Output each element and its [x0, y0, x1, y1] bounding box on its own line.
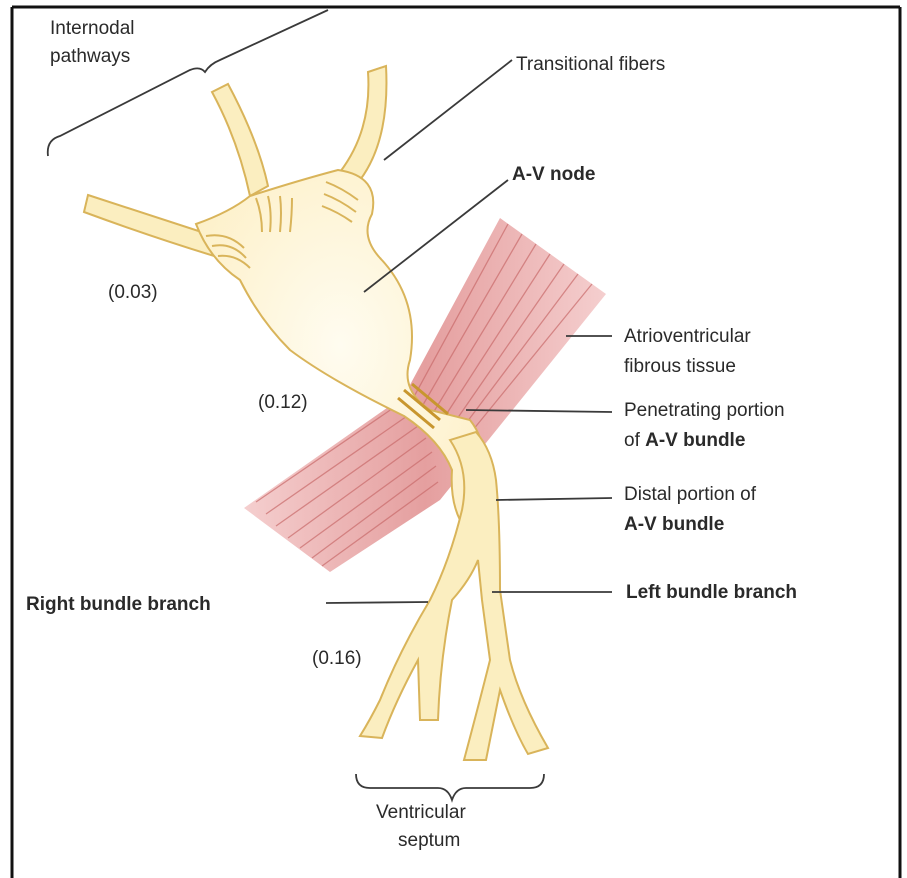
av-fibrous-label-line1: Atrioventricular [624, 326, 751, 347]
transitional-fibers-label: Transitional fibers [516, 54, 665, 75]
leader-lines [48, 10, 612, 800]
internodal-label-line1: Internodal [50, 18, 135, 39]
time-label-003: (0.03) [108, 282, 158, 303]
transitional-fibers-leader [384, 60, 512, 160]
ventricular-label-line2: septum [398, 830, 460, 851]
internodal-arm-middle [212, 84, 268, 196]
ventricular-brace [356, 774, 544, 800]
left-bundle-branch-label: Left bundle branch [626, 582, 797, 603]
right-bundle-leader [326, 602, 428, 603]
distal-label-line1: Distal portion of [624, 484, 757, 505]
penetrating-label-line2: of A-V bundle [624, 430, 745, 451]
right-bundle-branch-label: Right bundle branch [26, 594, 211, 615]
ventricular-label-line1: Ventricular [376, 802, 466, 823]
av-node-label: A-V node [512, 164, 595, 185]
time-label-012: (0.12) [258, 392, 308, 413]
internodal-label-line2: pathways [50, 46, 130, 67]
time-label-016: (0.16) [312, 648, 362, 669]
penetrating-label-line1: Penetrating portion [624, 400, 785, 421]
penetrating-label-prefix: of [624, 430, 645, 451]
distal-label-line2: A-V bundle [624, 514, 724, 535]
distal-leader [496, 498, 612, 500]
av-fibrous-label-line2: fibrous tissue [624, 356, 736, 377]
penetrating-label-bold: A-V bundle [645, 430, 745, 451]
internodal-arm-right [340, 66, 386, 180]
